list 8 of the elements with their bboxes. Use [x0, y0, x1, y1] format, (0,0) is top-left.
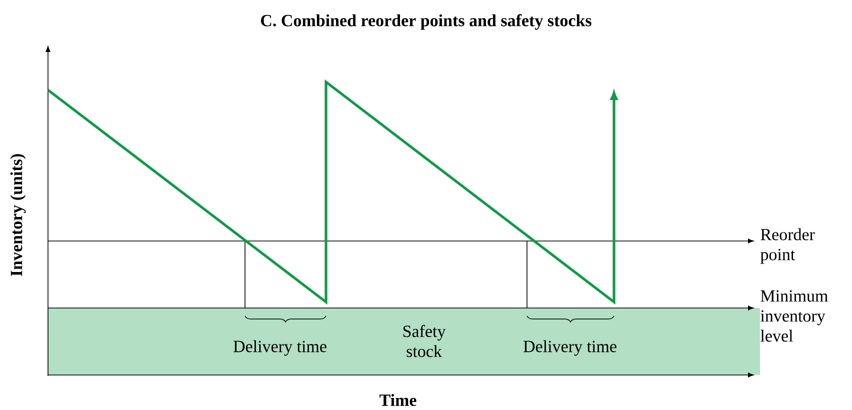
axis-label: Reorder point [760, 228, 815, 264]
title: C. Combined reorder points and safety stocks [261, 14, 592, 30]
axis-title: Time [380, 394, 416, 406]
safety-stock-label: Safety stock [403, 324, 446, 358]
brace-label: Delivery time [524, 340, 616, 356]
brace-label: Delivery time [234, 340, 326, 356]
axis-label: Minimum inventory level [760, 290, 828, 342]
axis-title: Inventory (units) [10, 154, 26, 276]
